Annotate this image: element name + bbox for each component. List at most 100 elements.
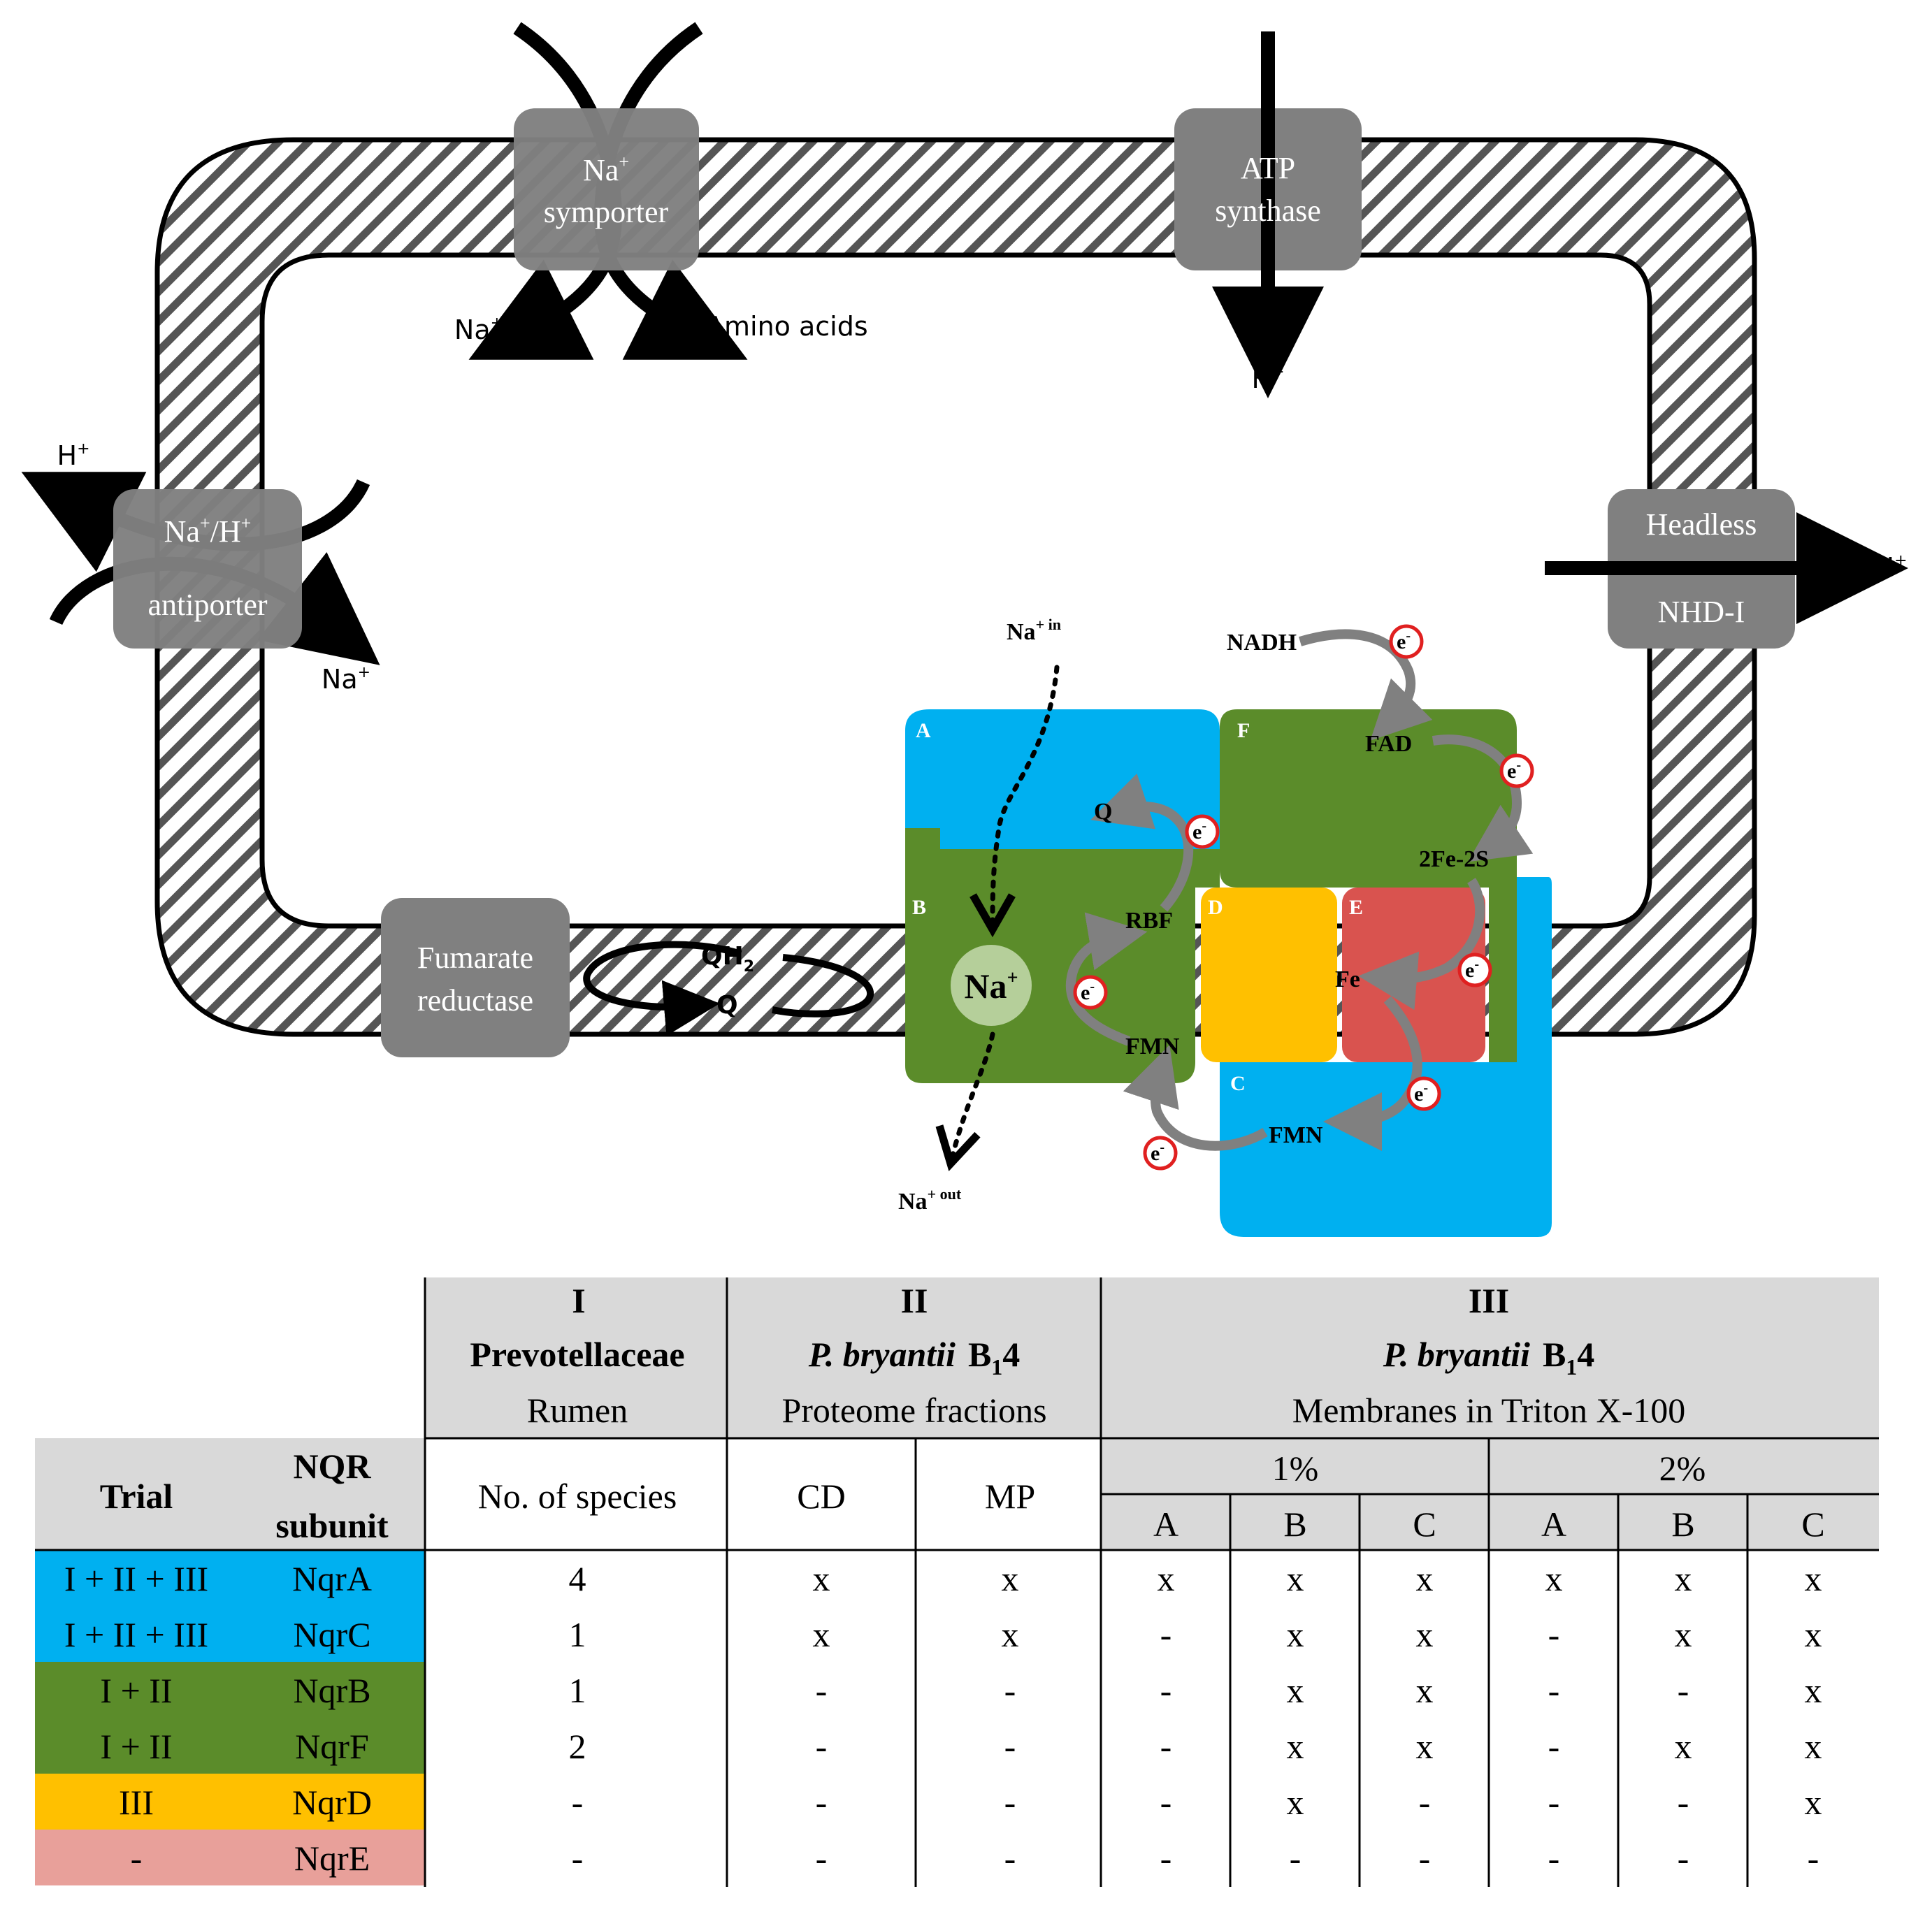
species-cell: 2 bbox=[569, 1727, 586, 1766]
nadh-label: NADH bbox=[1227, 630, 1297, 656]
electron-badge: e- bbox=[1073, 975, 1108, 1010]
pct-2-header: 2% bbox=[1659, 1449, 1706, 1488]
fraction-header: C bbox=[1801, 1505, 1824, 1544]
fraction-cell: x bbox=[1287, 1615, 1304, 1654]
svg-text:Na+: Na+ bbox=[454, 314, 503, 345]
atp-synthase-label-2: synthase bbox=[1215, 194, 1321, 228]
q-label: Q bbox=[716, 991, 738, 1020]
fraction-cell: x bbox=[1675, 1559, 1692, 1598]
fraction-cell: x bbox=[1287, 1727, 1304, 1766]
atp-h-label: H bbox=[1251, 363, 1271, 394]
nqr-complex: A B C D E F Na+ Na+ in Na+ out bbox=[898, 616, 1552, 1237]
trial-cell: I + II bbox=[100, 1727, 172, 1766]
electron-arrow-2fe2s-fe bbox=[1358, 878, 1485, 1011]
fumarate-reductase: Fumarate reductase QH2 Q bbox=[381, 898, 874, 1057]
electron-badge: e- bbox=[1499, 753, 1534, 788]
group-3-desc: Membranes in Triton X-100 bbox=[1292, 1391, 1686, 1430]
electron-arrow-fmn-b-rbf bbox=[1065, 912, 1148, 1046]
subunit-letter-e: E bbox=[1349, 896, 1363, 919]
table-row: -NqrE--------- bbox=[131, 1839, 1819, 1878]
trial-cell: - bbox=[131, 1839, 143, 1878]
fmn-b-label: FMN bbox=[1125, 1034, 1180, 1059]
fraction-cell: - bbox=[1548, 1671, 1560, 1710]
fad-label: FAD bbox=[1365, 731, 1412, 757]
table-group-header-bg bbox=[425, 1277, 1879, 1440]
antiporter-label-2: antiporter bbox=[147, 588, 267, 622]
row-color-band bbox=[35, 1774, 425, 1830]
trial-cell: I + II + III bbox=[64, 1559, 208, 1598]
cd-cell: - bbox=[816, 1727, 828, 1766]
pct-1-header: 1% bbox=[1272, 1449, 1319, 1488]
fmn-c-label: FMN bbox=[1269, 1122, 1323, 1148]
fraction-cell: - bbox=[1160, 1839, 1172, 1878]
subunit-letter-b: B bbox=[912, 896, 926, 919]
quinone-cycle-arrow-2 bbox=[772, 954, 874, 1018]
subunit-header-1: NQR bbox=[293, 1447, 371, 1486]
subunit-letter-c: C bbox=[1230, 1072, 1246, 1095]
subunit-c bbox=[1220, 877, 1552, 1237]
electron-badge-label: e- bbox=[1151, 1140, 1165, 1165]
group-2-desc: Proteome fractions bbox=[781, 1391, 1046, 1430]
subunit-header-2: subunit bbox=[275, 1506, 389, 1545]
na-ion-label: Na bbox=[964, 966, 1007, 1006]
group-1-name: Prevotellaceae bbox=[470, 1335, 684, 1374]
fraction-cell: - bbox=[1160, 1727, 1172, 1766]
subunit-cell: NqrE bbox=[294, 1839, 370, 1878]
fraction-cell: x bbox=[1287, 1559, 1304, 1598]
na-in-label: Na bbox=[1007, 619, 1036, 645]
fraction-cell: x bbox=[1675, 1727, 1692, 1766]
svg-text:QH2: QH2 bbox=[701, 942, 754, 976]
subunit-cell: NqrF bbox=[295, 1727, 369, 1766]
na-out-path bbox=[935, 1031, 995, 1171]
mp-cell: - bbox=[1004, 1839, 1016, 1878]
na-ion-circle bbox=[951, 945, 1032, 1026]
fraction-cell: - bbox=[1548, 1783, 1560, 1822]
fraction-cell: x bbox=[1805, 1783, 1822, 1822]
atp-synthase: ATP synthase H+ bbox=[1174, 31, 1362, 398]
subunit-d bbox=[1201, 888, 1337, 1062]
headless-label-2: NHD-I bbox=[1658, 595, 1745, 629]
fraction-cell: - bbox=[1290, 1839, 1302, 1878]
fraction-cell: - bbox=[1160, 1615, 1172, 1654]
species-cell: - bbox=[572, 1839, 584, 1878]
electron-badge: e- bbox=[1185, 814, 1220, 849]
subunit-cell: NqrD bbox=[292, 1783, 372, 1822]
fraction-cell: - bbox=[1419, 1783, 1431, 1822]
fraction-cell: x bbox=[1805, 1615, 1822, 1654]
fraction-cell: x bbox=[1287, 1671, 1304, 1710]
electron-badge-label: e- bbox=[1081, 979, 1095, 1004]
fraction-cell: - bbox=[1678, 1839, 1689, 1878]
mp-cell: - bbox=[1004, 1671, 1016, 1710]
na-out-label: Na bbox=[898, 1189, 928, 1215]
fraction-cell: x bbox=[1416, 1559, 1434, 1598]
fraction-header: B bbox=[1671, 1505, 1694, 1544]
electron-arrow-nadh-fad bbox=[1298, 629, 1433, 741]
mp-cell: - bbox=[1004, 1727, 1016, 1766]
subunit-cell: NqrC bbox=[293, 1615, 370, 1654]
antiporter-label-1: Na bbox=[164, 514, 200, 549]
fraction-cell: x bbox=[1805, 1727, 1822, 1766]
trial-cell: I + II + III bbox=[64, 1615, 208, 1654]
fraction-cell: - bbox=[1678, 1783, 1689, 1822]
electron-badge-ring bbox=[1389, 624, 1424, 659]
electron-arrow-fmn-c-fmn-b bbox=[1123, 1045, 1268, 1151]
antiporter-na-label: Na bbox=[322, 664, 358, 695]
fraction-cell: - bbox=[1548, 1615, 1560, 1654]
fraction-cell: - bbox=[1160, 1671, 1172, 1710]
subunit-cell: NqrA bbox=[292, 1559, 372, 1598]
species-cell: - bbox=[572, 1783, 584, 1822]
headless-h-label: H bbox=[1874, 552, 1894, 583]
svg-text:H+: H+ bbox=[57, 440, 89, 471]
table-row-header-bg bbox=[35, 1438, 425, 1550]
symporter-na-label: Na bbox=[583, 153, 619, 187]
row-color-band bbox=[35, 1662, 425, 1718]
fraction-cell: - bbox=[1548, 1839, 1560, 1878]
cd-cell: - bbox=[816, 1839, 828, 1878]
svg-text:Na+ in: Na+ in bbox=[1007, 616, 1061, 645]
fraction-cell: x bbox=[1416, 1615, 1434, 1654]
row-color-band bbox=[35, 1550, 425, 1606]
group-3-roman: III bbox=[1469, 1281, 1509, 1320]
